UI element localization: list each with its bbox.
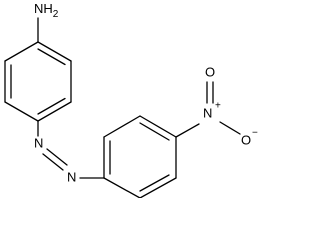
nitro-n-charge: +: [215, 101, 221, 112]
bond-n-o-single: [219, 121, 241, 135]
bond-ring2-no2: [175, 123, 200, 138]
amine-text: NH: [34, 1, 53, 16]
bond-ring1-double-1: [37, 48, 66, 66]
bond-ring2-b: [103, 115, 141, 138]
bond-ring2-e: [139, 177, 177, 198]
amine-label: NH2: [34, 1, 59, 19]
azo-n1-label: N: [34, 135, 43, 150]
nitro-group: [175, 81, 241, 138]
nitrophenyl-ring: [103, 115, 177, 198]
bond-ring1-f: [4, 41, 39, 62]
nitro-o-single-label: O: [241, 132, 251, 147]
bond-ring1-d: [4, 101, 39, 122]
bond-ring1-c: [37, 101, 72, 122]
nitro-o-double-label: O: [205, 64, 215, 79]
bond-ring2-f: [103, 177, 141, 198]
nitro-o-charge: −: [252, 128, 258, 139]
bond-ring2-c: [139, 115, 177, 138]
amine-subscript: 2: [53, 9, 59, 20]
aniline-ring: [4, 41, 72, 122]
bond-ring2-double-3: [139, 174, 170, 192]
structure-diagram: NH2 N N N + O O −: [4, 1, 258, 198]
bond-ring2-double-2: [139, 122, 170, 141]
azo-n2-label: N: [67, 169, 76, 184]
bond-n1-n2: [42, 153, 64, 171]
azo-linkage: [37, 120, 105, 179]
bond-ring1-double-2: [37, 97, 66, 115]
bond-ring1-a: [37, 41, 72, 62]
nitro-n-label: N: [203, 105, 212, 120]
bond-n1-n2-double: [46, 148, 68, 166]
